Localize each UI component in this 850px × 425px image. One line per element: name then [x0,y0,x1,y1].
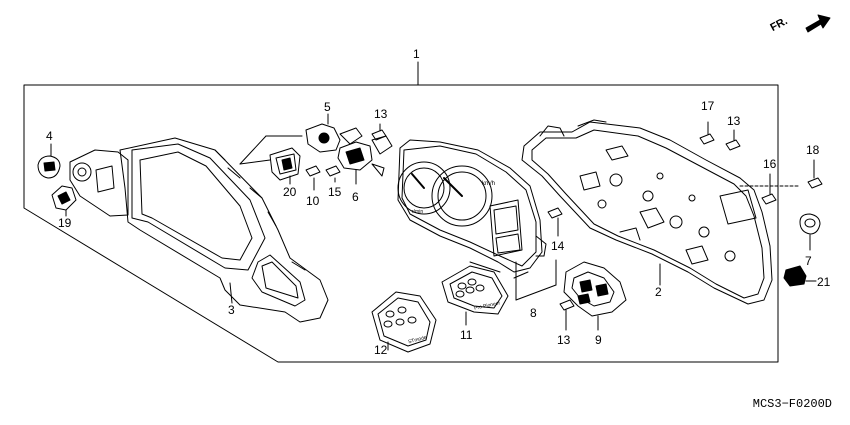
callout-6: 6 [352,190,359,204]
speed-dial [397,161,451,215]
screw-part-18 [807,159,823,189]
drawing-code: MCS3−F0200D [752,397,832,411]
socket-part-20 [239,135,303,185]
callout-2: 2 [655,285,662,299]
callout-7: 7 [805,254,812,268]
callout-3: 3 [228,303,235,317]
callout-15: 15 [328,185,342,199]
screw-part-13-top [371,123,387,141]
meter-unit-part-8 [397,139,557,301]
bracket-part-6 [337,135,393,185]
screw-part-14 [547,207,563,237]
screw-part-13-right [725,129,741,151]
lens-panel-part-11 [441,265,509,326]
speed-needle [411,173,425,189]
meter-case-part-3 [69,137,329,323]
callout-17: 17 [701,99,715,113]
callout-11: 11 [460,328,473,342]
connector-part-5 [305,113,363,153]
speed-unit-text: km/h [482,181,496,187]
callout-14: 14 [551,239,565,253]
callout-9: 9 [595,333,602,347]
screw-part-13-bottom [559,299,575,331]
switch-panel-part-9 [563,261,627,331]
callout-20: 20 [283,185,297,199]
tacho-dial [431,165,493,227]
screw-part-16 [761,173,777,205]
rear-case-part-2 [521,119,773,305]
lens-panel-part-12 [371,291,437,353]
fr-arrow-icon [805,14,831,33]
callout-8: 8 [530,306,537,320]
callout-13-top: 13 [374,107,388,121]
callout-18: 18 [806,143,820,157]
callout-21: 21 [817,275,831,289]
tacho-needle [443,177,463,197]
screw-part-10 [305,165,321,191]
callout-16: 16 [763,157,777,171]
callout-4: 4 [46,129,53,143]
block-part-21 [783,265,817,287]
callout-12: 12 [374,343,388,357]
screw-part-15 [325,165,341,183]
cap-part-4 [37,143,61,179]
screw-part-17 [699,121,715,145]
callout-1: 1 [413,47,420,61]
callout-5: 5 [324,100,331,114]
rpm-unit-text: r/min [412,209,424,215]
callout-19: 19 [58,216,72,230]
grommet-part-7 [799,213,821,251]
callout-13-right: 13 [727,114,741,128]
assembly-frame [23,84,779,363]
callout-10: 10 [306,194,320,208]
knob-part-19 [51,185,77,217]
callout-13-bottom: 13 [557,333,571,347]
